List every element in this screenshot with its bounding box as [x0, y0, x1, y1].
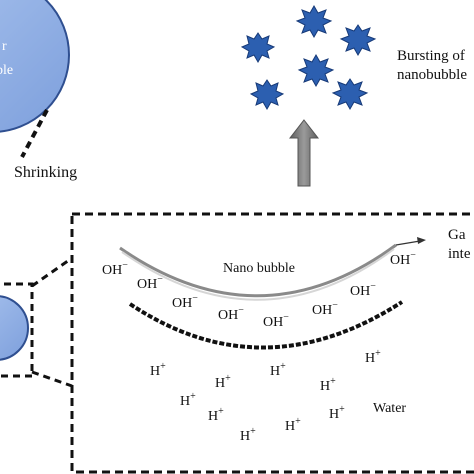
proton-ion: H+ — [270, 361, 286, 379]
burst-star — [240, 32, 276, 64]
proton-ion: H+ — [208, 406, 224, 424]
proton-ion: H+ — [320, 376, 336, 394]
water-label: Water — [373, 401, 406, 416]
gas-label-line1: Ga — [448, 227, 466, 243]
hydroxide-ion: OH− — [137, 274, 163, 292]
hydroxide-ion: OH− — [350, 281, 376, 299]
hydroxide-ion: OH− — [218, 305, 244, 323]
large-bubble — [0, 0, 70, 133]
proton-ion: H+ — [215, 373, 231, 391]
small-bubble-frame — [0, 282, 34, 378]
gas-arrow-head — [417, 237, 426, 244]
shrinking-label: Shrinking — [14, 164, 77, 181]
hydroxide-ion: OH− — [172, 293, 198, 311]
gas-arrow-line — [395, 240, 421, 246]
burst-star-group — [240, 4, 377, 111]
burst-star — [295, 4, 333, 39]
hydroxide-ion: OH− — [263, 312, 289, 330]
hydroxide-ions: OH− OH− OH− OH− OH− OH− OH− OH− — [102, 250, 416, 330]
burst-star — [331, 78, 369, 111]
proton-ions: H+ H+ H+ H+ H+ H+ H+ H+ H+ H+ — [150, 348, 381, 444]
burst-star — [297, 53, 335, 88]
gas-label-line2: inte — [448, 246, 471, 262]
zoom-box — [70, 212, 474, 474]
proton-ion: H+ — [329, 404, 345, 422]
upward-arrow — [288, 119, 320, 187]
proton-ion: H+ — [285, 416, 301, 434]
large-bubble-label-mid: ble — [0, 63, 13, 78]
hydroxide-ion: OH− — [390, 250, 416, 268]
interface-arc-inner — [121, 248, 395, 301]
large-bubble-label-top: r — [2, 39, 7, 54]
proton-ion: H+ — [365, 348, 381, 366]
burst-star — [339, 24, 377, 57]
proton-ion: H+ — [150, 361, 166, 379]
zoom-connector-top — [31, 256, 73, 288]
bursting-label-line2: nanobubble — [397, 67, 467, 83]
proton-ion: H+ — [180, 391, 196, 409]
dashed-interface-arc — [128, 300, 404, 350]
burst-star — [249, 79, 285, 111]
nano-bubble-label: Nano bubble — [223, 261, 295, 276]
shrink-connector-line — [20, 109, 49, 158]
interface-arc-outer — [119, 243, 397, 298]
zoom-connector-bottom — [31, 370, 73, 388]
hydroxide-ion: OH− — [102, 260, 128, 278]
hydroxide-ion: OH− — [312, 300, 338, 318]
small-bubble — [0, 295, 29, 361]
proton-ion: H+ — [240, 426, 256, 444]
bursting-label-line1: Bursting of — [397, 48, 465, 64]
